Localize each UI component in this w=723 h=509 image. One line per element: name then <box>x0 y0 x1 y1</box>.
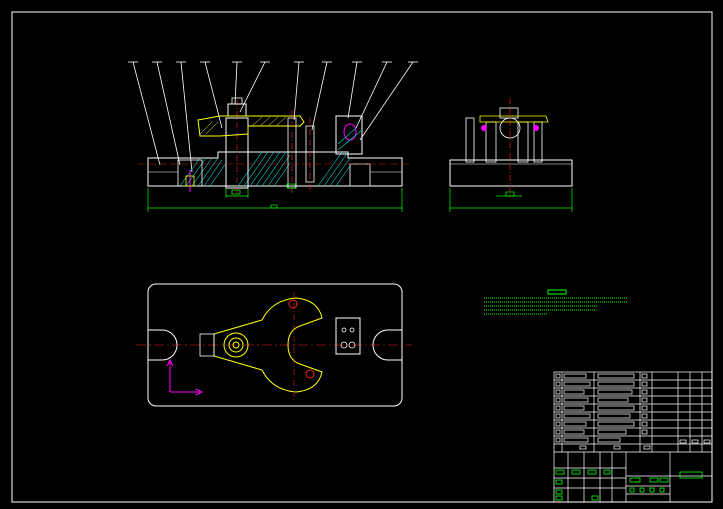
top-view <box>136 283 412 407</box>
title-block <box>553 371 713 503</box>
leader-labels <box>128 61 418 173</box>
side-view <box>449 98 573 212</box>
support-block <box>335 115 363 155</box>
top-support-block <box>335 317 361 355</box>
base-plate-outline <box>147 151 403 187</box>
section-hatch <box>179 151 351 187</box>
front-section-view <box>128 61 418 212</box>
parts-list-text-marks <box>555 373 711 450</box>
sheet-border <box>11 11 713 503</box>
coordinate-axis-icon <box>166 358 204 396</box>
title-block-green-marks <box>555 469 703 501</box>
side-view-dimension <box>449 188 573 212</box>
front-view-dimension <box>147 183 403 212</box>
workpiece-wrench <box>213 297 323 393</box>
technical-notes <box>484 289 628 315</box>
clamp-arm <box>197 115 305 137</box>
side-base <box>449 159 573 187</box>
base-slot-right <box>349 163 371 187</box>
